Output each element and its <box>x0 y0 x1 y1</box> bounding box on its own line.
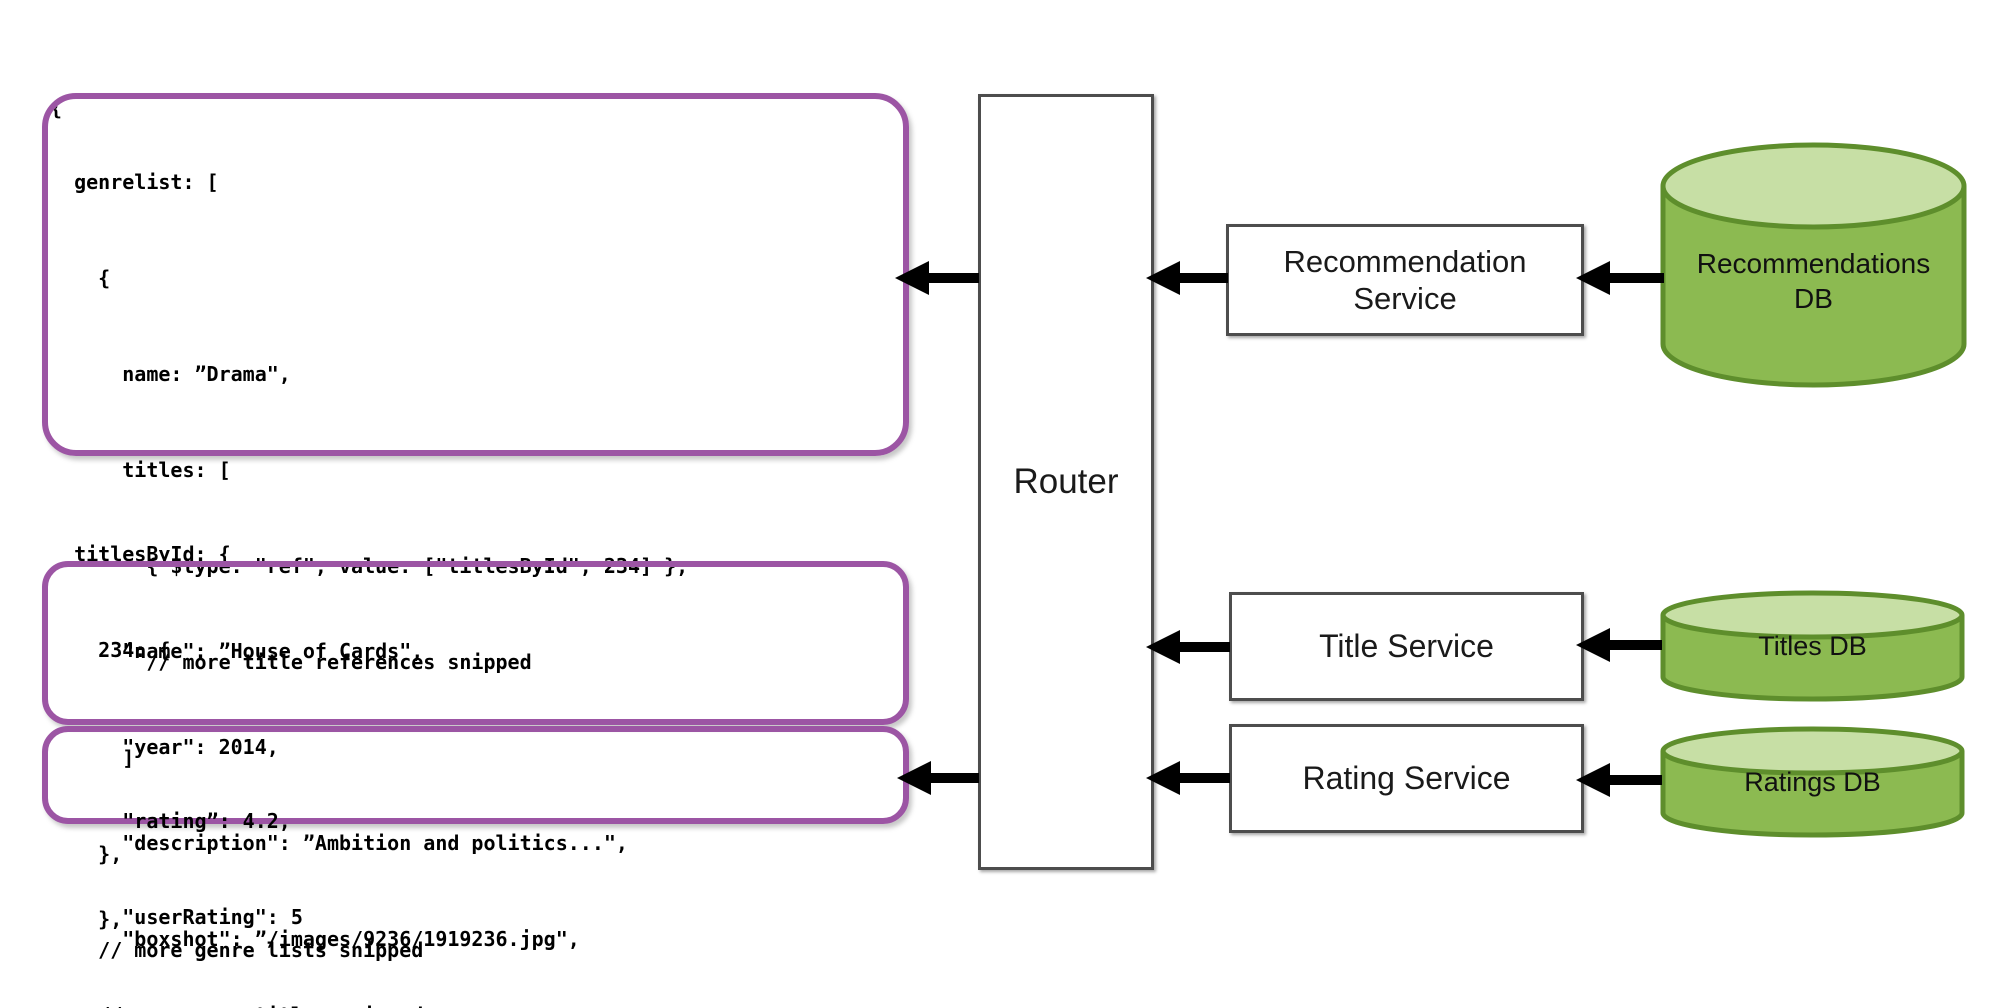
database-cylinder-icon <box>1660 590 1965 702</box>
rating-service-node: Rating Service <box>1229 724 1584 833</box>
titles-db-label: Titles DB <box>1758 631 1867 661</box>
arrow-recommendations-db-to-service-icon <box>1576 261 1664 295</box>
code-line: "description": ”Ambition and politics...… <box>50 831 628 855</box>
arrow-titles-db-to-service-icon <box>1576 628 1662 662</box>
code-line: { <box>50 266 111 290</box>
code-line: "boxshot": ”/images/9236/1919236.jpg", <box>50 927 580 951</box>
code-line: "rating”: 4.2, <box>50 809 291 833</box>
arrow-recommendation-service-to-router-icon <box>1146 261 1228 295</box>
code-genrelist-block: genrelist: [ { name: ”Drama", titles: [ … <box>50 102 688 1008</box>
code-line: genrelist: [ <box>50 170 219 194</box>
title-service-node: Title Service <box>1229 592 1584 701</box>
recommendation-service-label-line2: Service <box>1353 281 1457 316</box>
arrow-rating-service-to-router-icon <box>1146 761 1230 795</box>
code-title-info-block: "name": ”House of Cards", "year": 2014, … <box>50 571 628 1008</box>
router-label: Router <box>1013 462 1119 501</box>
arrow-ratings-db-to-service-icon <box>1576 763 1662 797</box>
recommendation-service-node: Recommendation Service <box>1226 224 1584 336</box>
code-line: titles: [ <box>50 458 231 482</box>
code-rating-block: "rating”: 4.2, "userRating": 5 <box>50 741 303 997</box>
code-line: // many more titles snipped <box>50 999 423 1008</box>
arrow-router-to-genrelist-icon <box>895 261 979 295</box>
code-line: // more genre lists snipped <box>50 938 424 962</box>
code-closing-block: }, // many more titles snipped } } <box>50 839 423 1008</box>
recommendations-db-label-line1: Recommendations <box>1696 248 1931 279</box>
database-cylinder-icon <box>1660 726 1965 838</box>
recommendations-db-label-line2: DB <box>1794 283 1833 314</box>
title-service-label: Title Service <box>1319 628 1494 664</box>
code-line: "userRating": 5 <box>50 905 303 929</box>
recommendations-db-label: Recommendations DB <box>1660 246 1967 316</box>
code-line: // more title references snipped <box>50 650 532 674</box>
code-line: }, <box>50 842 123 866</box>
code-line: ] <box>50 746 135 770</box>
recommendation-service-label: Recommendation Service <box>1284 243 1527 317</box>
arrow-title-service-to-router-icon <box>1146 630 1230 664</box>
ratings-db-label: Ratings DB <box>1744 767 1881 797</box>
code-line: name: ”Drama", <box>50 362 291 386</box>
title-info-highlight-box <box>42 561 909 725</box>
code-line: "year": 2014, <box>50 735 279 759</box>
recommendation-service-label-line1: Recommendation <box>1283 243 1527 279</box>
database-cylinder-icon <box>1660 142 1967 388</box>
code-line: "name": ”House of Cards", <box>50 639 424 663</box>
arrow-router-to-rating-box-icon <box>897 761 979 795</box>
code-line: }, <box>50 907 123 931</box>
router-node: Router <box>978 94 1154 870</box>
code-line: 234: { <box>50 638 171 662</box>
rating-service-label: Rating Service <box>1302 760 1511 796</box>
